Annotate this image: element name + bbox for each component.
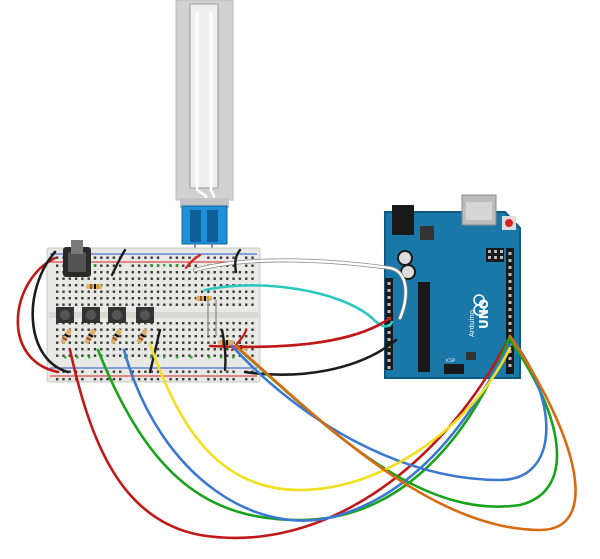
wire-yellow [148,342,512,492]
board-model-label: UNO [477,299,491,329]
wire-orange [234,334,577,532]
flex-sensor-icon [175,0,234,262]
wires [16,248,577,540]
wire-black-left [31,250,70,374]
pushbutton-icon [56,307,154,323]
wire-blue-2 [230,334,548,482]
icsp-label: ICSP [446,358,456,363]
wire-red-power [208,316,392,349]
wire-black-ground [243,338,398,376]
arduino-board-icon: Arduino UNO ICSP [384,194,521,379]
wire-blue-1 [122,342,512,522]
board-brand-label: Arduino [468,310,476,337]
wire-cyan [203,284,394,328]
wire-white [193,259,407,320]
potentiometer-icon [63,240,91,277]
wire-red-bottom [68,338,510,540]
wire-red-left [16,256,60,374]
